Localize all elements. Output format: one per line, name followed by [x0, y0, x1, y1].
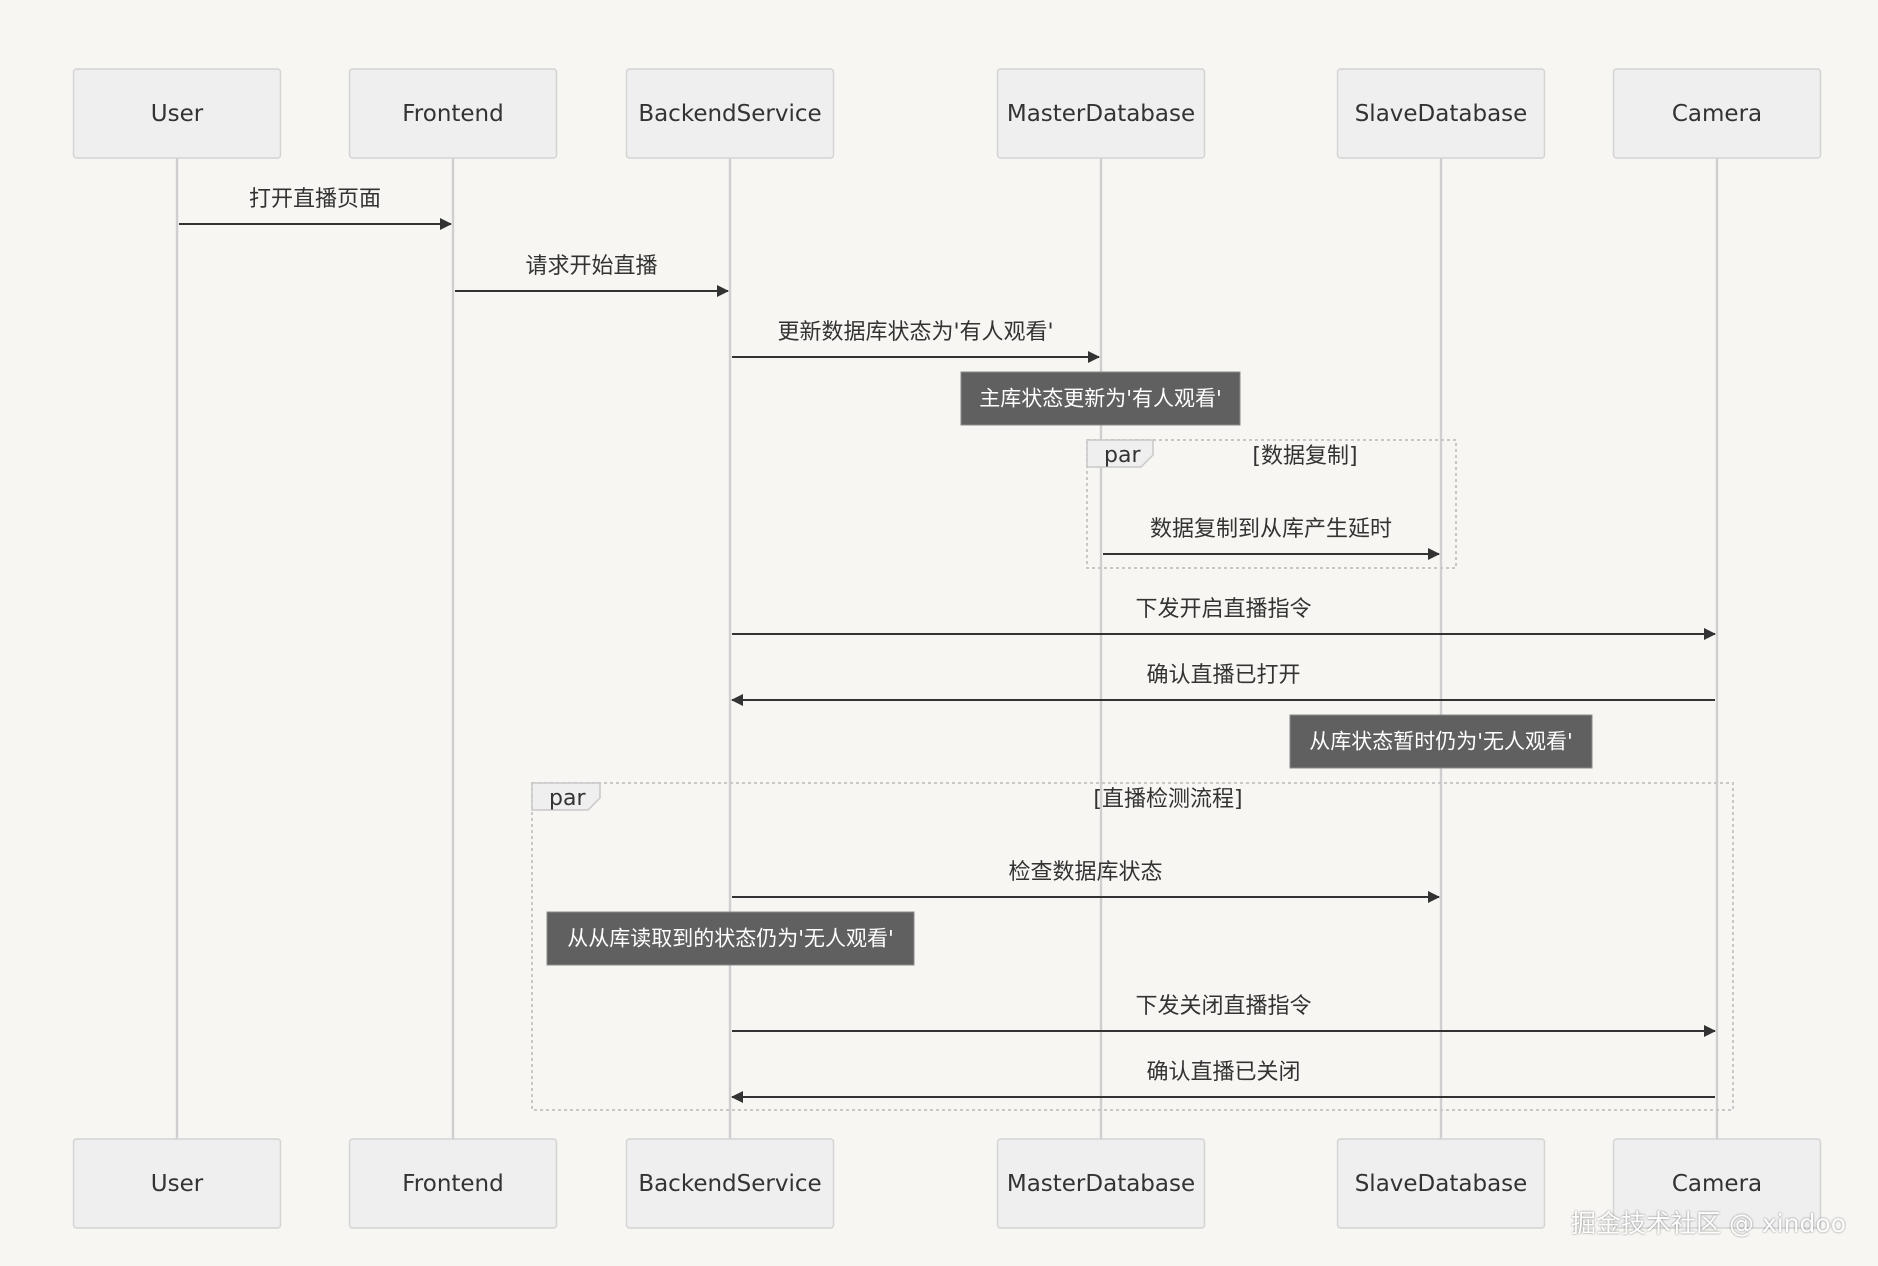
message-arrow: 下发开启直播指令	[732, 597, 1716, 640]
message-arrow: 打开直播页面	[179, 187, 452, 230]
message-label: 更新数据库状态为'有人观看'	[777, 320, 1053, 345]
par-frame-border	[531, 782, 1734, 1111]
message-label: 数据复制到从库产生延时	[1150, 517, 1392, 542]
participant-bottom-backend: BackendService	[625, 1138, 835, 1229]
note-label: 主库状态更新为'有人观看'	[979, 387, 1222, 411]
message-arrow: 检查数据库状态	[732, 860, 1440, 903]
message-label: 确认直播已关闭	[1146, 1060, 1300, 1085]
participant-label: Camera	[1672, 101, 1762, 127]
message-arrow: 更新数据库状态为'有人观看'	[732, 320, 1100, 363]
participant-label: User	[151, 1171, 204, 1197]
message-arrow: 请求开始直播	[455, 254, 729, 297]
message-label: 检查数据库状态	[1008, 860, 1162, 885]
participant-bottom-camera: Camera	[1612, 1138, 1822, 1229]
par-frame: par [数据复制]	[1086, 439, 1457, 569]
participant-box	[1612, 1138, 1822, 1229]
participant-bottom-master: MasterDatabase	[996, 1138, 1206, 1229]
note-label: 从从库读取到的状态仍为'无人观看'	[567, 927, 894, 951]
participant-label: SlaveDatabase	[1355, 101, 1528, 127]
participant-top-slave: SlaveDatabase	[1336, 68, 1546, 159]
par-frame-tab	[531, 782, 601, 811]
participant-label: Camera	[1672, 1171, 1762, 1197]
participant-box	[72, 68, 282, 159]
watermark-label: 掘金技术社区 @ xindoo	[1571, 1209, 1846, 1238]
participant-label: Frontend	[402, 101, 504, 127]
note-box	[546, 911, 915, 966]
par-keyword: par	[1104, 443, 1141, 468]
participant-box	[1336, 1138, 1546, 1229]
par-keyword: par	[549, 786, 586, 811]
message-arrow: 确认直播已打开	[731, 663, 1715, 706]
par-frame-border	[1086, 439, 1457, 569]
participant-box	[348, 1138, 558, 1229]
participant-box	[625, 1138, 835, 1229]
note-label: 从库状态暂时仍为'无人观看'	[1309, 730, 1573, 754]
message-label: 确认直播已打开	[1146, 663, 1300, 688]
message-label: 打开直播页面	[249, 187, 381, 212]
note-box	[1289, 714, 1593, 769]
participant-bottom-slave: SlaveDatabase	[1336, 1138, 1546, 1229]
note: 从从库读取到的状态仍为'无人观看'	[546, 911, 915, 966]
par-frame: par [直播检测流程]	[531, 782, 1734, 1111]
participant-top-frontend: Frontend	[348, 68, 558, 159]
participant-box	[996, 68, 1206, 159]
participant-box	[1612, 68, 1822, 159]
participant-label: BackendService	[638, 1171, 821, 1197]
participant-label: MasterDatabase	[1007, 101, 1195, 127]
participant-top-backend: BackendService	[625, 68, 835, 159]
message-label: 请求开始直播	[525, 254, 657, 279]
par-condition: [直播检测流程]	[1093, 787, 1242, 812]
message-arrow: 下发关闭直播指令	[732, 994, 1716, 1037]
message-arrow: 确认直播已关闭	[731, 1060, 1715, 1103]
participant-box	[72, 1138, 282, 1229]
participant-box	[348, 68, 558, 159]
message-label: 下发关闭直播指令	[1135, 994, 1311, 1019]
par-frame-tab	[1086, 439, 1154, 468]
participant-top-master: MasterDatabase	[996, 68, 1206, 159]
participant-label: User	[151, 101, 204, 127]
par-condition: [数据复制]	[1252, 444, 1357, 469]
participant-label: SlaveDatabase	[1355, 1171, 1528, 1197]
note: 从库状态暂时仍为'无人观看'	[1289, 714, 1593, 769]
participant-bottom-frontend: Frontend	[348, 1138, 558, 1229]
participant-label: BackendService	[638, 101, 821, 127]
message-label: 下发开启直播指令	[1135, 597, 1311, 622]
participant-box	[996, 1138, 1206, 1229]
note-box	[960, 371, 1241, 426]
participant-top-user: User	[72, 68, 282, 159]
participant-label: MasterDatabase	[1007, 1171, 1195, 1197]
participant-box	[625, 68, 835, 159]
participant-label: Frontend	[402, 1171, 504, 1197]
participant-bottom-user: User	[72, 1138, 282, 1229]
note: 主库状态更新为'有人观看'	[960, 371, 1241, 426]
message-arrow: 数据复制到从库产生延时	[1103, 517, 1440, 560]
participant-top-camera: Camera	[1612, 68, 1822, 159]
participant-box	[1336, 68, 1546, 159]
